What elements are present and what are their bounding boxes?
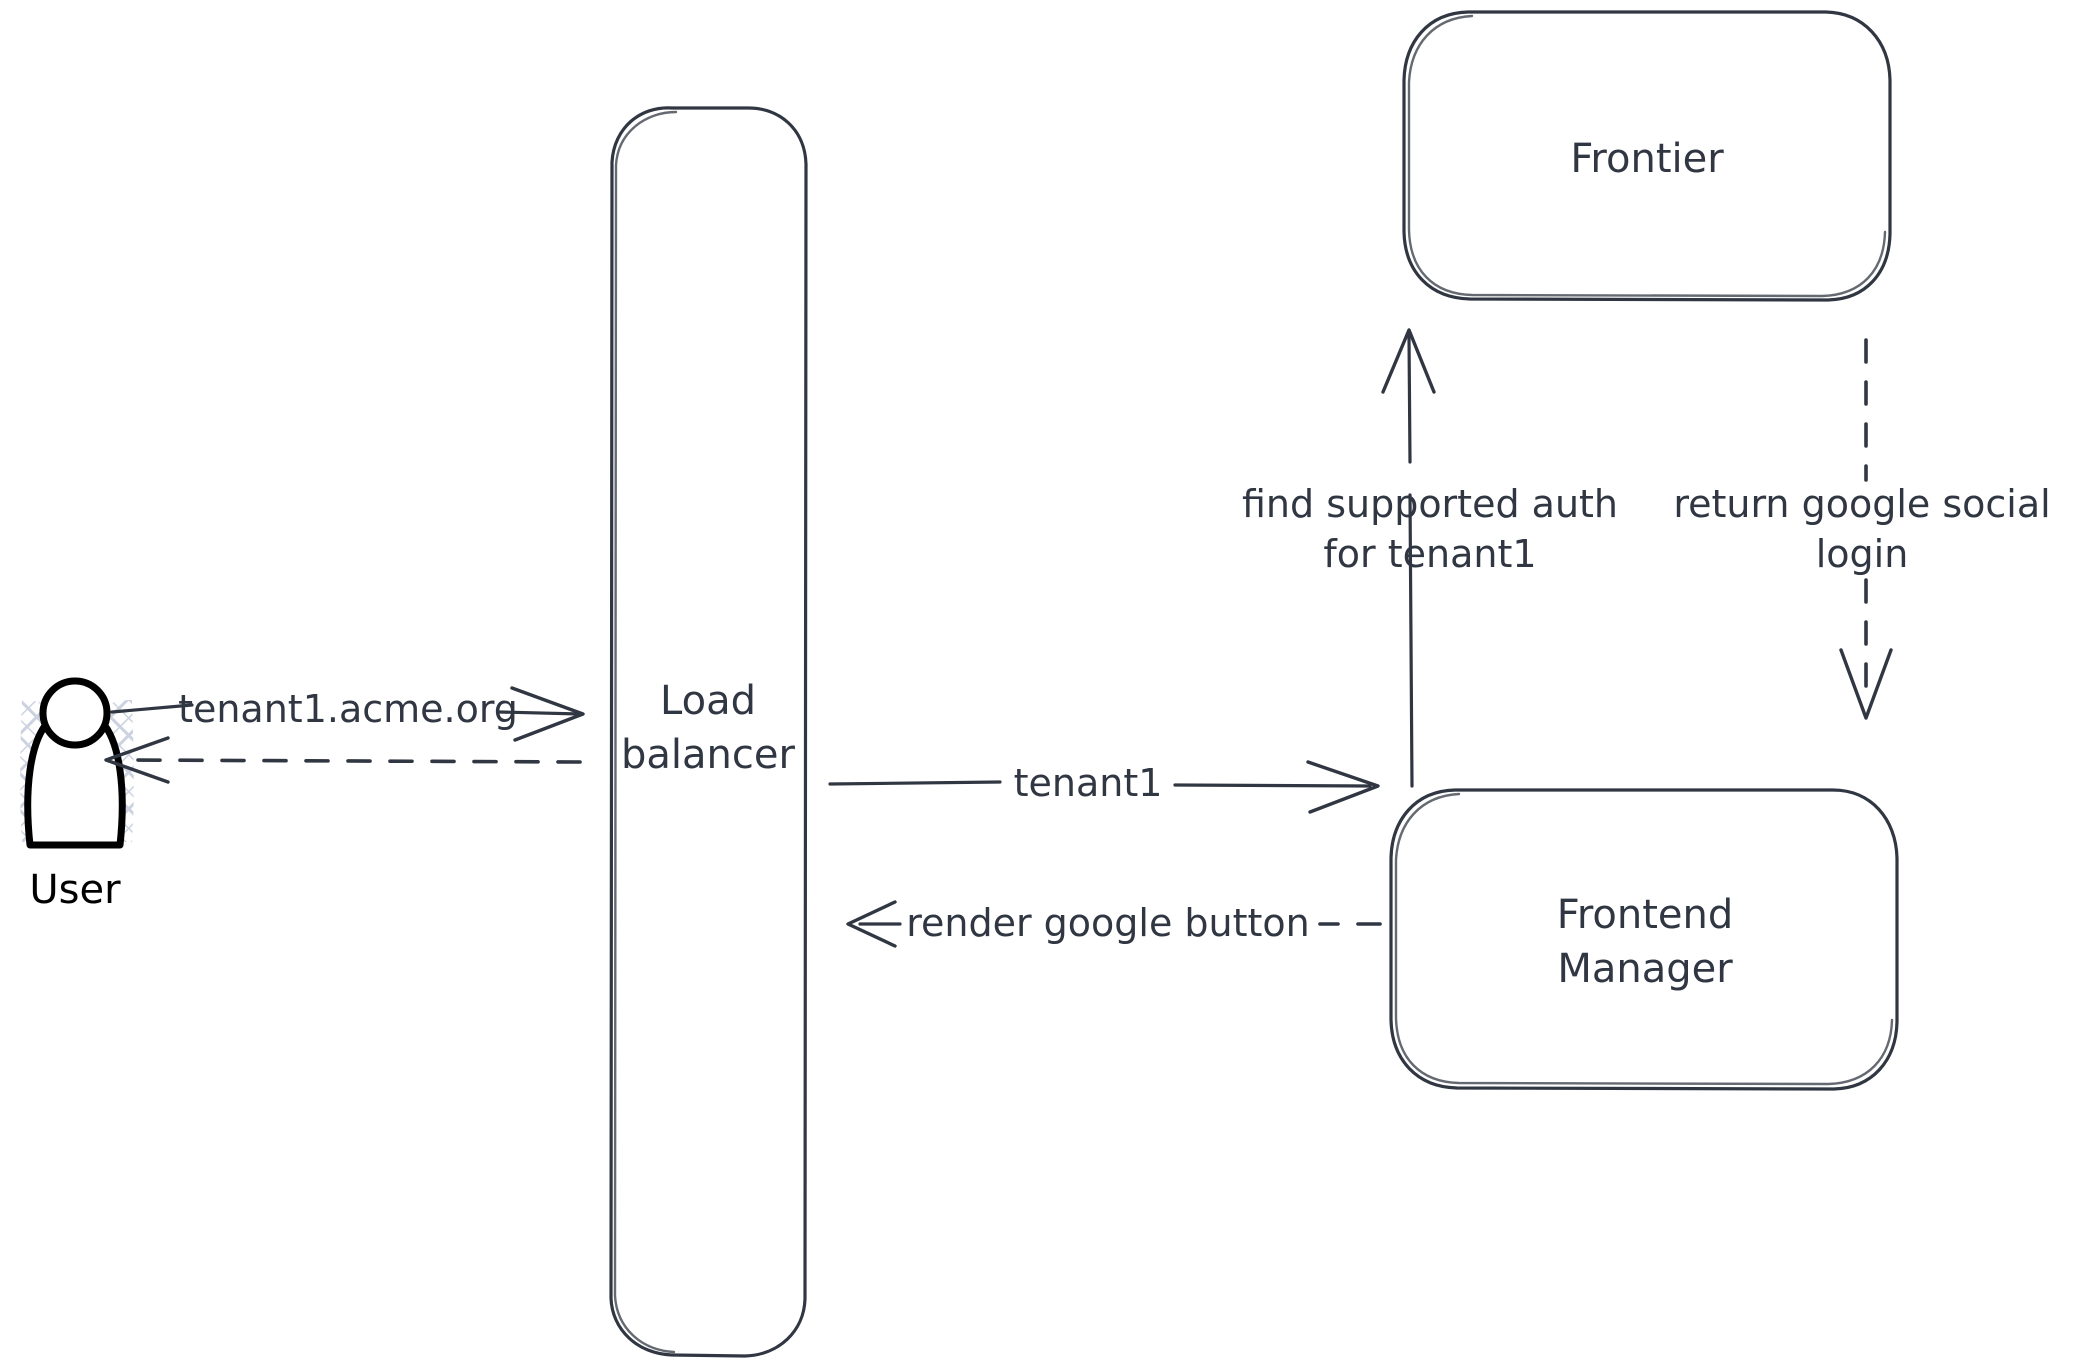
user-label: User bbox=[29, 867, 121, 913]
load-balancer-label-line2: balancer bbox=[621, 732, 795, 778]
edge-label-return-login-line1: return google social bbox=[1673, 482, 2050, 526]
edge-label-render-google-button: render google button bbox=[906, 901, 1310, 945]
edge-arrowhead-return-login bbox=[1839, 648, 1893, 720]
edge-line-right-segment bbox=[498, 710, 582, 716]
edge-frontend-manager-to-load-balancer[interactable]: render google button bbox=[846, 900, 1382, 948]
load-balancer-shape bbox=[609, 106, 808, 1358]
load-balancer-label-line1: Load bbox=[660, 678, 756, 724]
edge-line-dashed-to-user bbox=[126, 758, 582, 764]
node-frontier[interactable]: Frontier bbox=[1402, 10, 1892, 302]
edge-arrowhead-render bbox=[846, 900, 897, 948]
edge-label-find-auth-line1: find supported auth bbox=[1242, 482, 1618, 526]
frontier-label: Frontier bbox=[1570, 136, 1724, 182]
edge-arrowhead-right bbox=[510, 686, 585, 742]
frontend-manager-label-line2: Manager bbox=[1557, 946, 1733, 992]
edge-load-balancer-to-frontend-manager[interactable]: tenant1 bbox=[828, 760, 1380, 814]
edge-line-find-auth-lower bbox=[1408, 493, 1414, 788]
frontend-manager-shape-sketch bbox=[1394, 792, 1894, 1086]
frontend-manager-label-line1: Frontend bbox=[1557, 892, 1734, 938]
edge-line-left-segment bbox=[110, 703, 194, 714]
frontier-shape bbox=[1402, 10, 1892, 302]
edge-label-tenant1: tenant1 bbox=[1014, 761, 1163, 805]
user-head-outline bbox=[39, 677, 111, 749]
frontier-shape-sketch bbox=[1407, 14, 1887, 298]
load-balancer-shape-sketch bbox=[613, 110, 678, 1354]
edge-arrowhead-tenant1 bbox=[1306, 760, 1380, 814]
edge-label-return-login-line2: login bbox=[1816, 532, 1909, 576]
edge-arrowhead-left bbox=[104, 736, 170, 784]
edge-frontend-manager-to-frontier[interactable]: find supported auth for tenant1 bbox=[1242, 328, 1618, 788]
edge-arrowhead-find-auth bbox=[1381, 328, 1436, 394]
edge-label-tenant-domain: tenant1.acme.org bbox=[178, 687, 518, 731]
edge-line-tenant1-left bbox=[828, 780, 1002, 786]
frontend-manager-shape bbox=[1389, 788, 1899, 1091]
edge-line-find-auth-upper bbox=[1407, 334, 1412, 464]
node-frontend-manager[interactable]: Frontend Manager bbox=[1389, 788, 1899, 1091]
edge-label-find-auth-line2: for tenant1 bbox=[1323, 532, 1536, 576]
edge-user-to-load-balancer[interactable]: tenant1.acme.org bbox=[110, 686, 585, 742]
edge-load-balancer-to-user[interactable] bbox=[104, 736, 582, 784]
edge-frontier-to-frontend-manager[interactable]: return google social login bbox=[1673, 338, 2051, 720]
node-load-balancer[interactable]: Load balancer bbox=[609, 106, 808, 1358]
edge-line-tenant1-right bbox=[1173, 783, 1372, 788]
user-actor-icon[interactable]: User bbox=[20, 677, 134, 913]
